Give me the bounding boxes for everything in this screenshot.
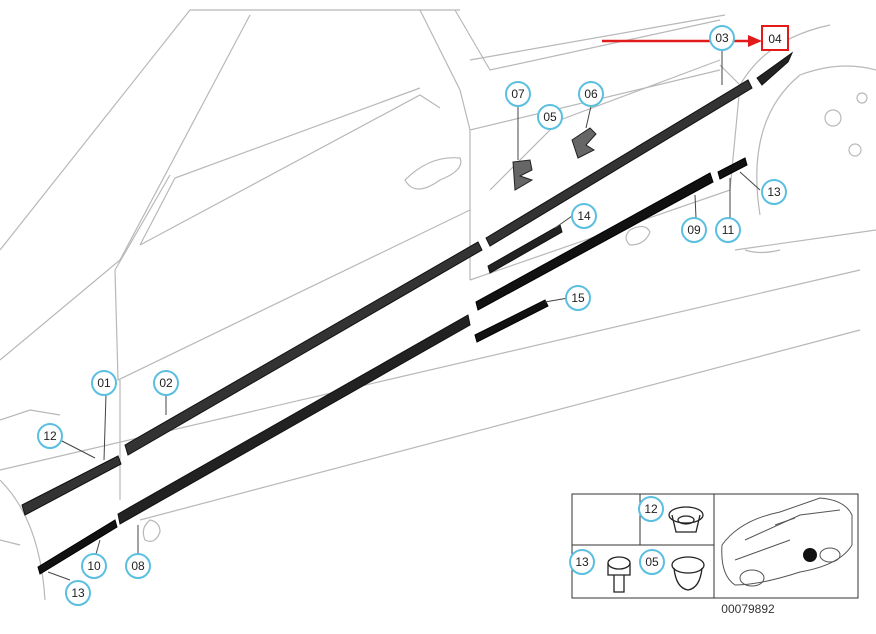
highlight-arrow [602, 35, 762, 47]
callout-11 [715, 217, 741, 243]
part-04-end-piece [756, 51, 794, 86]
inset-callout-05 [639, 549, 665, 575]
callout-09 [681, 217, 707, 243]
inset-grommet-05 [671, 556, 705, 591]
part-08-sill-strip [117, 314, 471, 525]
inset-callout-13 [569, 549, 595, 575]
part-10-lower-strip [37, 519, 118, 575]
callout-03 [709, 25, 735, 51]
part-06-clip [571, 127, 597, 159]
part-07-clip [512, 159, 534, 191]
callout-12-label: 12 [43, 429, 57, 443]
inset-panel: 12 13 05 [569, 493, 859, 599]
callout-05-label: 05 [543, 110, 557, 124]
part-14-trim-piece [487, 224, 563, 274]
reference-number: 00079892 [721, 602, 775, 616]
callout-06 [578, 81, 604, 107]
trim-parts [21, 51, 794, 575]
callout-05 [537, 104, 563, 130]
callout-06-label: 06 [584, 87, 598, 101]
callout-07-label: 07 [511, 87, 525, 101]
part-15-trim-piece [474, 299, 549, 343]
part-11-small-strip [717, 157, 748, 180]
callout-11-label: 11 [722, 223, 735, 237]
callout-10-label: 10 [87, 559, 101, 573]
callout-03-label: 03 [715, 31, 729, 45]
callout-02 [153, 370, 179, 396]
part-09-rear-sill-strip [475, 172, 714, 311]
leader-lines [47, 50, 761, 581]
inset-callout-12-label: 12 [644, 502, 658, 516]
callout-01 [91, 370, 117, 396]
callout-07 [505, 81, 531, 107]
highlight-box-04 [761, 25, 789, 51]
inset-callout-05-label: 05 [645, 555, 659, 569]
callout-13 [65, 580, 91, 606]
callout-14-label: 14 [577, 209, 591, 223]
part-01-front-piece [21, 455, 122, 516]
callout-14 [571, 203, 597, 229]
inset-callout-13-label: 13 [575, 555, 589, 569]
callout-01-label: 01 [97, 376, 111, 390]
callout-08-label: 08 [131, 559, 145, 573]
callout-15-label: 15 [571, 291, 585, 305]
inset-clip-12 [668, 506, 704, 533]
callout-15 [565, 285, 591, 311]
inset-location-dot [803, 548, 817, 562]
part-02-front-door-molding [124, 241, 483, 456]
callout-08 [125, 553, 151, 579]
callout-09-label: 09 [687, 223, 701, 237]
callout-02-label: 02 [159, 376, 173, 390]
callout-13b [761, 179, 787, 205]
callout-13b-label: 13 [767, 185, 781, 199]
inset-screw-13 [607, 556, 631, 593]
part-03-rear-door-molding [485, 79, 753, 247]
inset-car-icon [721, 497, 853, 587]
callout-13-label: 13 [71, 586, 85, 600]
callout-10 [81, 553, 107, 579]
inset-callout-12 [638, 496, 664, 522]
callout-12 [37, 423, 63, 449]
callout-04-label: 04 [768, 32, 782, 46]
